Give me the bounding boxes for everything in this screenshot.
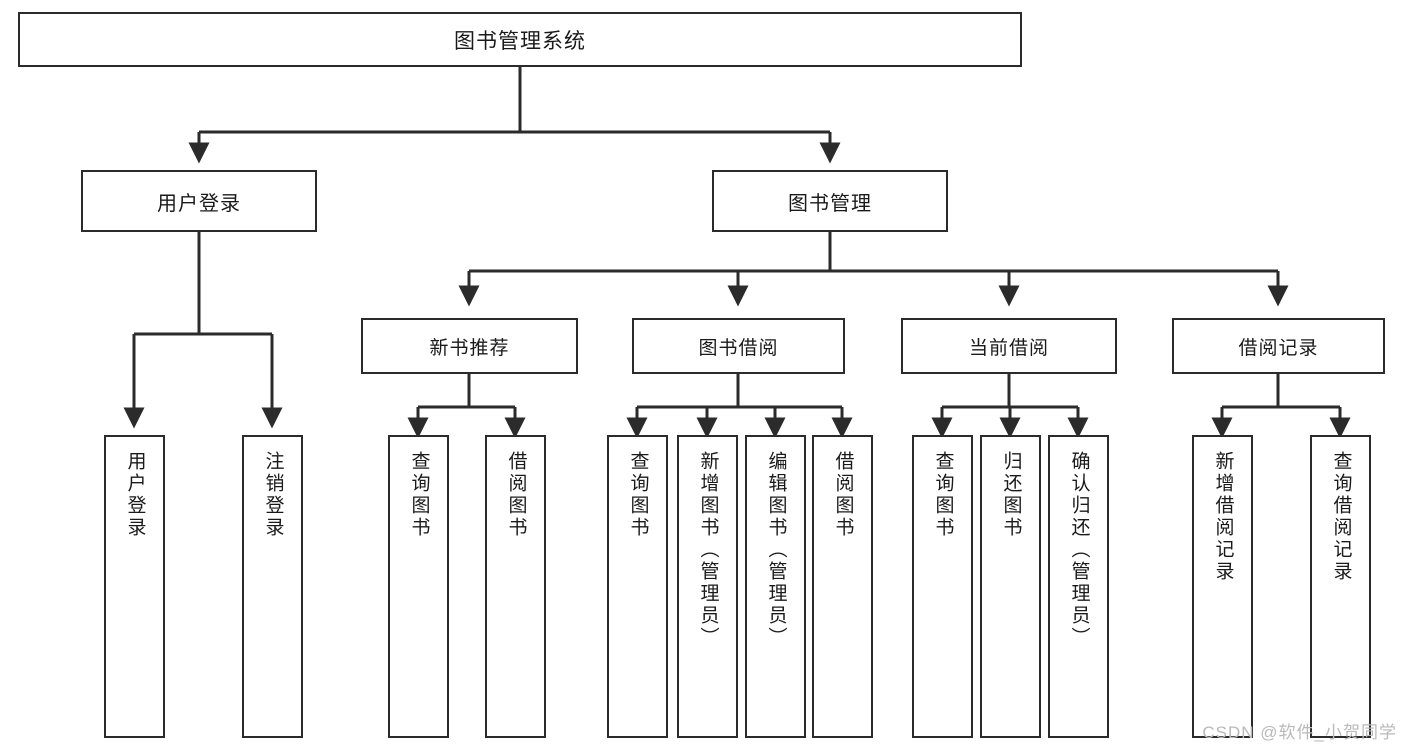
leaf-label: 借阅图书 [832, 451, 854, 539]
leaf-user-login-logout[interactable]: 注销登录 [242, 435, 303, 738]
leaf-record-query-record[interactable]: 查询借阅记录 [1310, 435, 1371, 738]
leaf-borrow-add-book-admin[interactable]: 新增图书（管理员） [677, 435, 738, 738]
node-book-management-label: 图书管理 [788, 192, 872, 215]
leaf-recommend-borrow-book[interactable]: 借阅图书 [485, 435, 546, 738]
node-current-borrow-label: 当前借阅 [968, 337, 1049, 359]
leaf-recommend-query-book[interactable]: 查询图书 [388, 435, 449, 738]
node-book-borrow-label: 图书借阅 [698, 337, 779, 359]
csdn-watermark: CSDN @软件_小贺同学 [1202, 723, 1397, 742]
leaf-label: 用户登录 [124, 451, 146, 539]
node-root[interactable]: 图书管理系统 [18, 12, 1022, 67]
leaf-label: 确认归还（管理员） [1068, 451, 1090, 649]
leaf-label: 注销登录 [262, 451, 284, 539]
node-borrow-record[interactable]: 借阅记录 [1172, 318, 1385, 374]
leaf-label: 查询图书 [932, 451, 954, 539]
leaf-record-add-record[interactable]: 新增借阅记录 [1192, 435, 1253, 738]
leaf-label: 编辑图书（管理员） [765, 451, 787, 649]
leaf-label: 查询图书 [408, 451, 430, 539]
leaf-user-login-login[interactable]: 用户登录 [104, 435, 165, 738]
node-root-label: 图书管理系统 [454, 29, 586, 53]
leaf-label: 新增图书（管理员） [697, 451, 719, 649]
leaf-label: 查询借阅记录 [1330, 451, 1352, 583]
leaf-current-confirm-return-admin[interactable]: 确认归还（管理员） [1048, 435, 1109, 738]
leaf-label: 新增借阅记录 [1212, 451, 1234, 583]
node-borrow-record-label: 借阅记录 [1238, 337, 1319, 359]
leaf-borrow-query-book[interactable]: 查询图书 [607, 435, 668, 738]
node-current-borrow[interactable]: 当前借阅 [901, 318, 1117, 374]
leaf-current-query-book[interactable]: 查询图书 [912, 435, 973, 738]
leaf-borrow-borrow-book[interactable]: 借阅图书 [812, 435, 873, 738]
leaf-label: 查询图书 [627, 451, 649, 539]
node-new-book-recommend-label: 新书推荐 [429, 337, 510, 359]
node-book-management[interactable]: 图书管理 [712, 170, 948, 232]
leaf-current-return-book[interactable]: 归还图书 [980, 435, 1041, 738]
node-user-login[interactable]: 用户登录 [81, 170, 317, 232]
node-user-login-label: 用户登录 [157, 192, 241, 215]
leaf-borrow-edit-book-admin[interactable]: 编辑图书（管理员） [745, 435, 806, 738]
leaf-label: 借阅图书 [505, 451, 527, 539]
node-new-book-recommend[interactable]: 新书推荐 [361, 318, 578, 374]
node-book-borrow[interactable]: 图书借阅 [632, 318, 845, 374]
leaf-label: 归还图书 [1000, 451, 1022, 539]
